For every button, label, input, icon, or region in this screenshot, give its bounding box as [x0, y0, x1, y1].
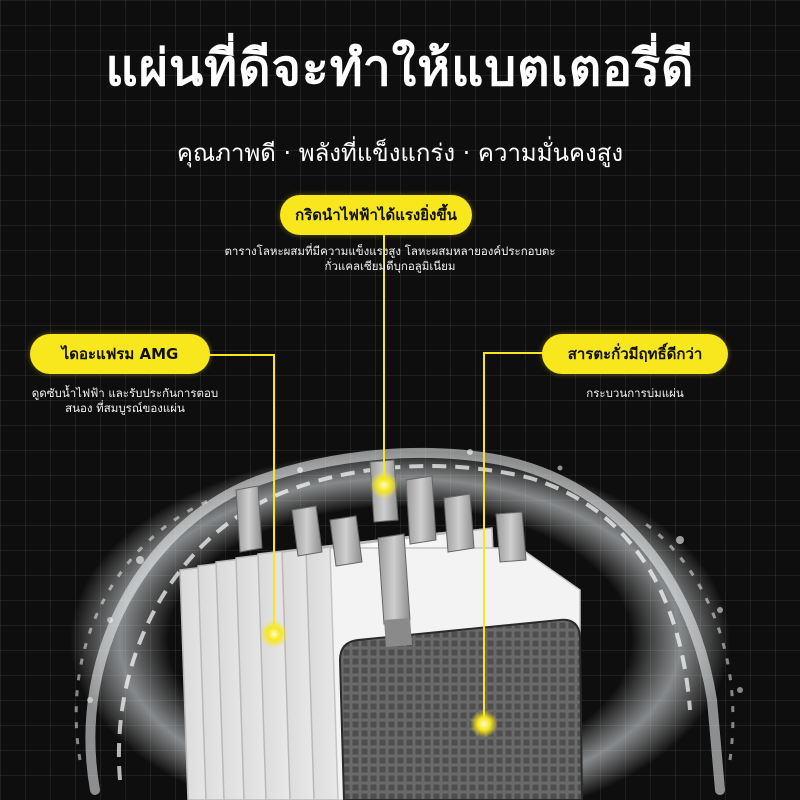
paste-pointer-dot	[470, 710, 498, 738]
grid-desc-line-1: ตารางโลหะผสมที่มีความแข็งแรงสูง โลหะผสมห…	[224, 244, 556, 258]
paste-callout-description: กระบวนการบ่มแผ่น	[560, 386, 710, 401]
front-grid-plate	[338, 618, 584, 800]
separator-desc-line-1: ดูดซับน้ำไฟฟ้า และรับประกันการตอบ	[31, 386, 219, 400]
separator-desc-line-2: สนอง ที่สมบูรณ์ของแผ่น	[65, 401, 185, 415]
separator-callout-label: ไดอะแฟรม AMG	[30, 334, 210, 374]
paste-leader-line	[483, 352, 545, 722]
grid-desc-line-2: กั่วแคลเซียมดีบุกอลูมิเนียม	[324, 259, 456, 273]
separator-leader-line	[200, 354, 275, 632]
headline: แผ่นที่ดีจะทำให้แบตเตอรี่ดี	[105, 39, 695, 97]
grid-pointer-dot	[370, 471, 398, 499]
grid-callout-description: ตารางโลหะผสมที่มีความแข็งแรงสูง โลหะผสมห…	[190, 244, 590, 274]
separator-pointer-dot	[260, 620, 288, 648]
grid-callout-label: กริดนำไฟฟ้าได้แรงยิ่งขึ้น	[280, 195, 472, 235]
paste-desc-line-1: กระบวนการบ่มแผ่น	[586, 386, 684, 400]
pointer-dots	[260, 471, 498, 738]
leader-lines	[200, 232, 545, 722]
paste-callout-label: สารตะกั่วมีฤทธิ์ดีกว่า	[542, 334, 728, 374]
subheadline: คุณภาพดี · พลังที่แข็งแกร่ง · ความมั่นคง…	[176, 139, 624, 167]
separator-callout-description: ดูดซับน้ำไฟฟ้า และรับประกันการตอบ สนอง ท…	[20, 386, 230, 416]
